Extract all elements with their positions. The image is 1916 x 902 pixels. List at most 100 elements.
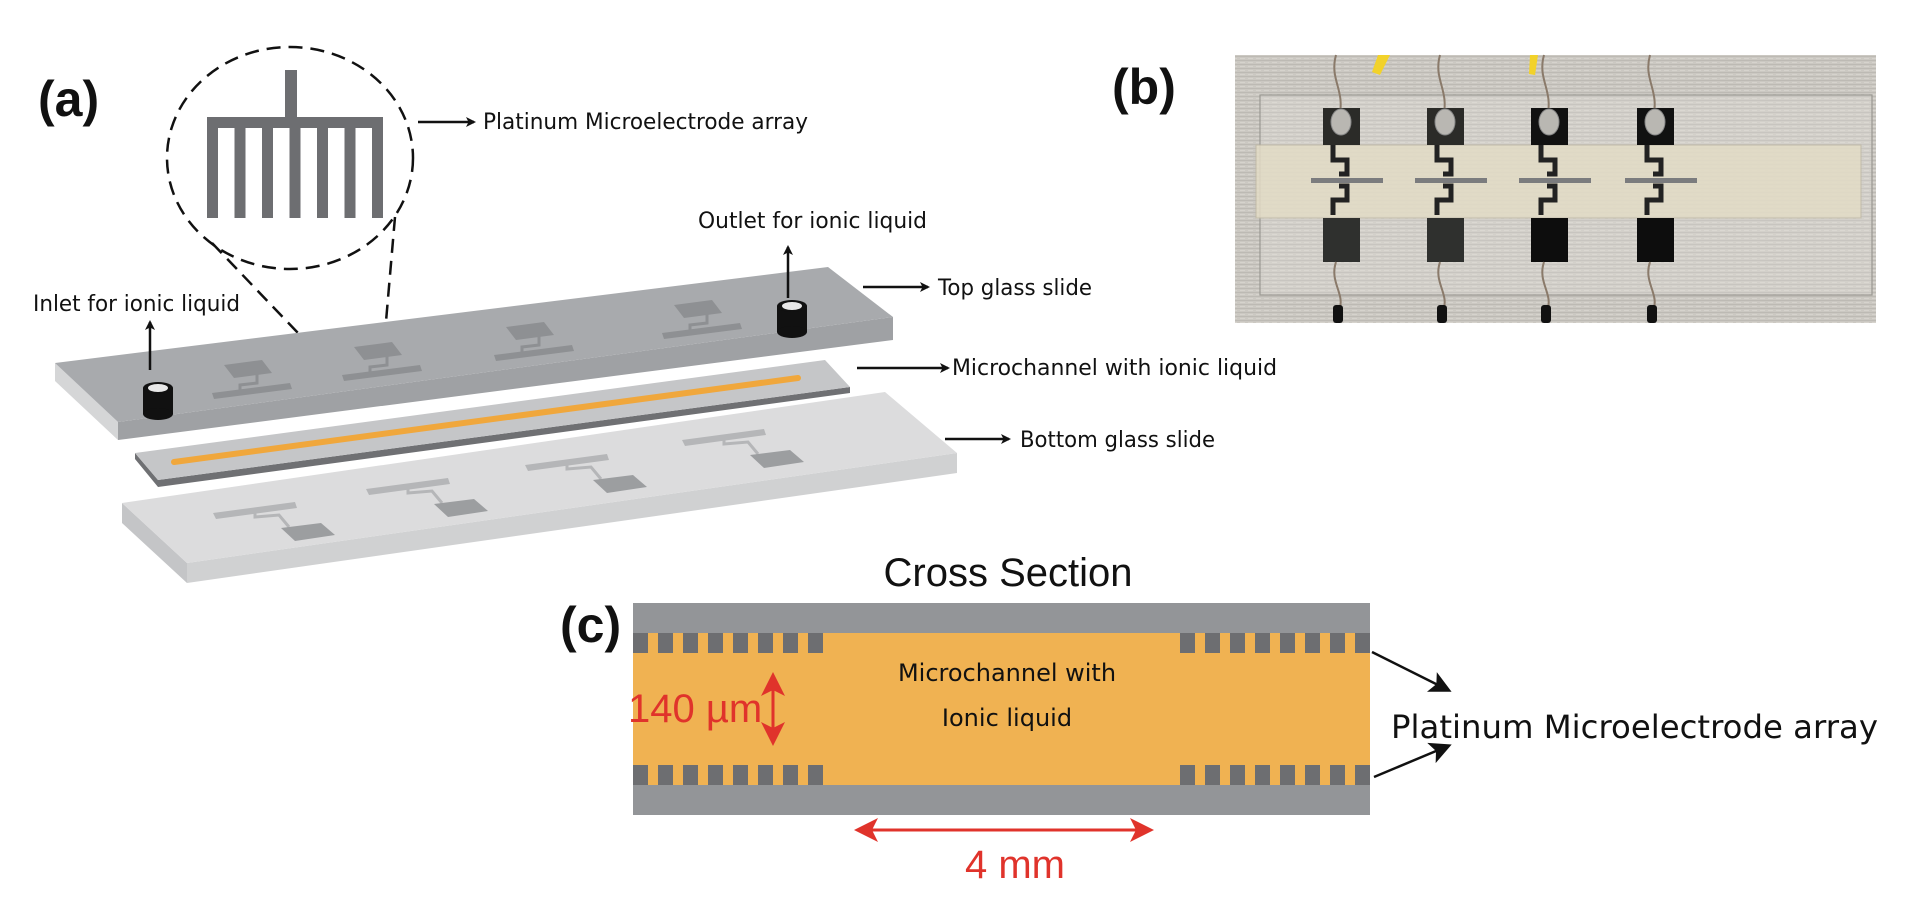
photo-electrodes — [1311, 54, 1697, 323]
cross-section-electrode — [1305, 633, 1320, 653]
photo-solder — [1538, 108, 1560, 136]
comb-tine — [344, 128, 356, 218]
cross-section-electrode — [733, 765, 748, 785]
cross-section-diagram — [633, 603, 1370, 815]
panel-a-label: (a) — [38, 71, 99, 127]
bottom-electrode-pattern — [525, 454, 647, 493]
cross-section-electrode — [658, 633, 673, 653]
photo-trace — [1538, 145, 1558, 215]
cross-section-electrode — [633, 633, 648, 653]
photo-sensing-bar — [1625, 178, 1697, 183]
cross-section-electrode — [1330, 633, 1345, 653]
cross-section-liquid — [633, 633, 1370, 785]
photo-trace — [1644, 145, 1664, 215]
electrode-lead — [253, 513, 291, 528]
channel-label-line2: Ionic liquid — [942, 704, 1072, 732]
bottom-slide-side — [122, 503, 187, 583]
photo-electrode — [1519, 54, 1591, 323]
comb-tine — [262, 128, 273, 218]
electrode-pad — [593, 475, 647, 493]
cross-section-electrode — [808, 633, 823, 653]
bottom-electrode-pattern — [213, 502, 335, 541]
photo-pad-bottom — [1323, 218, 1360, 262]
electrode-bar — [366, 478, 450, 495]
photo-connector — [1437, 305, 1447, 323]
photo-pad-bottom — [1531, 218, 1568, 262]
cross-section-title: Cross Section — [884, 551, 1133, 595]
electrode-lead — [238, 373, 259, 390]
outlet-callout: Outlet for ionic liquid — [698, 209, 927, 234]
zoom-line-right — [380, 216, 397, 369]
cross-section-electrode — [1355, 633, 1370, 653]
cross-section-electrode — [1280, 633, 1295, 653]
photo-yellow-tab — [1372, 55, 1390, 75]
photo-pad-bottom — [1427, 218, 1464, 262]
bottom-glass-slide — [122, 392, 957, 583]
cross-section-electrodes — [633, 633, 1370, 785]
top-slide-front — [118, 317, 893, 440]
photo-electrode — [1415, 54, 1487, 323]
comb-tine — [289, 128, 301, 218]
electrode-lead — [406, 489, 444, 504]
photo-connector — [1333, 305, 1343, 323]
cross-section-electrode — [758, 633, 773, 653]
cross-section-electrode — [1230, 633, 1245, 653]
microchannel-callout: Microchannel with ionic liquid — [952, 356, 1277, 381]
photo-electrode — [1311, 54, 1383, 323]
cross-section-electrode — [1255, 765, 1270, 785]
cross-section-electrode — [1255, 633, 1270, 653]
electrode-array-label: Platinum Microelectrode array — [1391, 708, 1878, 746]
device-photo — [1235, 54, 1876, 323]
electrode-lead — [722, 440, 760, 455]
photo-connector — [1647, 305, 1657, 323]
cross-section-electrode — [658, 765, 673, 785]
cross-section-electrode — [783, 765, 798, 785]
cross-section-electrode — [1205, 765, 1220, 785]
cross-section-electrode — [1180, 633, 1195, 653]
cross-section-electrode — [1280, 765, 1295, 785]
top-electrode-pattern — [342, 342, 422, 381]
bottom-slide-callout: Bottom glass slide — [1020, 428, 1215, 453]
channel-label-line1: Microchannel with — [898, 659, 1116, 687]
bottom-slide-front — [187, 453, 957, 583]
electrode-pad — [224, 360, 272, 378]
cross-section-electrode — [1355, 765, 1370, 785]
bottom-electrode-pattern — [366, 478, 488, 517]
electrode-bar — [213, 502, 297, 519]
panel-a: (a) Platinum Microelectrode array Outlet… — [33, 45, 1277, 583]
electrode-lead — [368, 355, 389, 372]
comb-bar — [207, 117, 383, 128]
cross-section-electrode — [808, 765, 823, 785]
electrode-bar — [682, 429, 766, 446]
ionic-liquid-channel — [171, 375, 801, 465]
photo-electrode — [1625, 54, 1697, 323]
photo-solder — [1644, 108, 1666, 136]
cross-section-electrode — [633, 765, 648, 785]
electrode-pad — [506, 322, 554, 340]
bottom-electrode-pattern — [682, 429, 804, 468]
cross-section-electrode — [683, 633, 698, 653]
electrode-pad — [750, 450, 804, 468]
comb-tine — [234, 128, 246, 218]
width-dimension-label: 4 mm — [965, 843, 1065, 887]
top-electrode-pattern — [494, 322, 574, 361]
photo-solder — [1434, 108, 1456, 136]
panel-c-label: (c) — [560, 597, 621, 653]
electrode-bar — [662, 323, 742, 339]
top-electrode-pattern — [662, 300, 742, 339]
electrode-arrow-top — [1371, 650, 1452, 692]
electrode-lead — [565, 465, 603, 480]
electrode-lead — [688, 313, 709, 330]
cross-section-electrode — [708, 633, 723, 653]
comb-tine — [317, 128, 328, 218]
comb-tine — [207, 128, 218, 218]
photo-sensing-bar — [1311, 178, 1383, 183]
photo-connector — [1541, 305, 1551, 323]
cross-section-electrode — [758, 765, 773, 785]
zoom-circle — [165, 45, 415, 271]
inlet-callout: Inlet for ionic liquid — [33, 292, 240, 317]
electrode-lead — [520, 335, 541, 352]
panel-c: Cross Section (c) Microchannel with Ioni… — [560, 551, 1878, 887]
panel-b: (b) — [1112, 54, 1876, 323]
